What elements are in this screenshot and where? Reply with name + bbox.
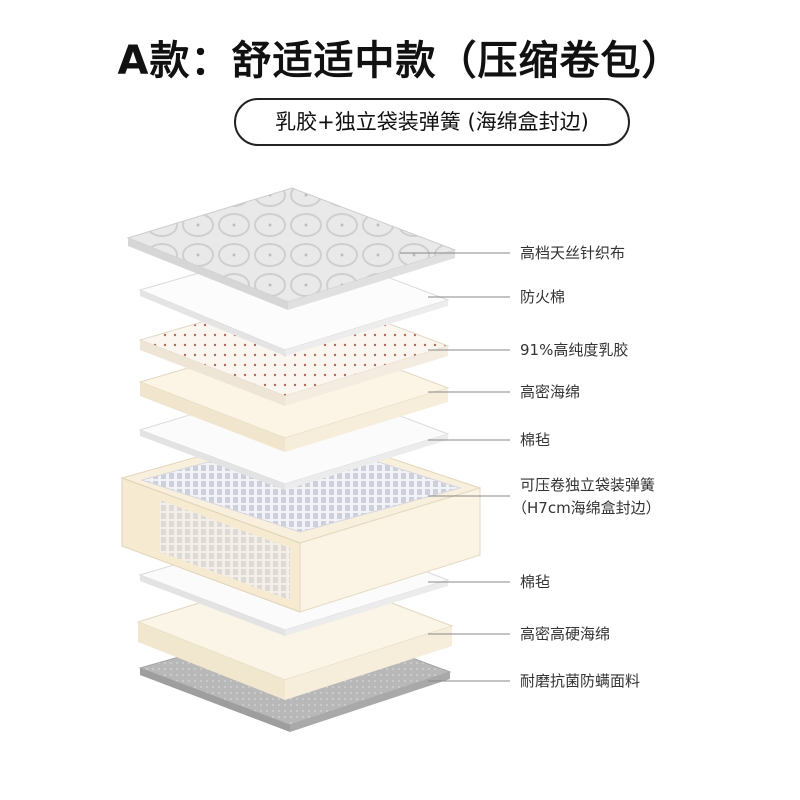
layer-label: 高密高硬海绵 — [520, 625, 610, 643]
layer-label: 棉毡 — [520, 573, 550, 591]
layer-label: 耐磨抗菌防螨面料 — [520, 672, 640, 690]
subtitle-badge: 乳胶+独立袋装弹簧 (海绵盒封边) — [234, 98, 630, 146]
layer-label: 91%高纯度乳胶 — [520, 341, 628, 359]
layer-label: 高档天丝针织布 — [520, 244, 625, 262]
page-title: A款：舒适适中款（压缩卷包） — [117, 38, 683, 84]
leader-lines — [400, 252, 510, 682]
layer-label: 高密海绵 — [520, 383, 580, 401]
layer-label: 可压卷独立袋装弹簧 — [520, 476, 655, 494]
layer-label: 防火棉 — [520, 288, 565, 306]
layer-sublabel: （H7cm海绵盒封边） — [512, 499, 661, 517]
layer-top-knit-fabric — [126, 187, 457, 310]
layer-labels: 高档天丝针织布防火棉91%高纯度乳胶高密海绵棉毡可压卷独立袋装弹簧（H7cm海绵… — [512, 244, 661, 690]
layer-label: 棉毡 — [520, 431, 550, 449]
